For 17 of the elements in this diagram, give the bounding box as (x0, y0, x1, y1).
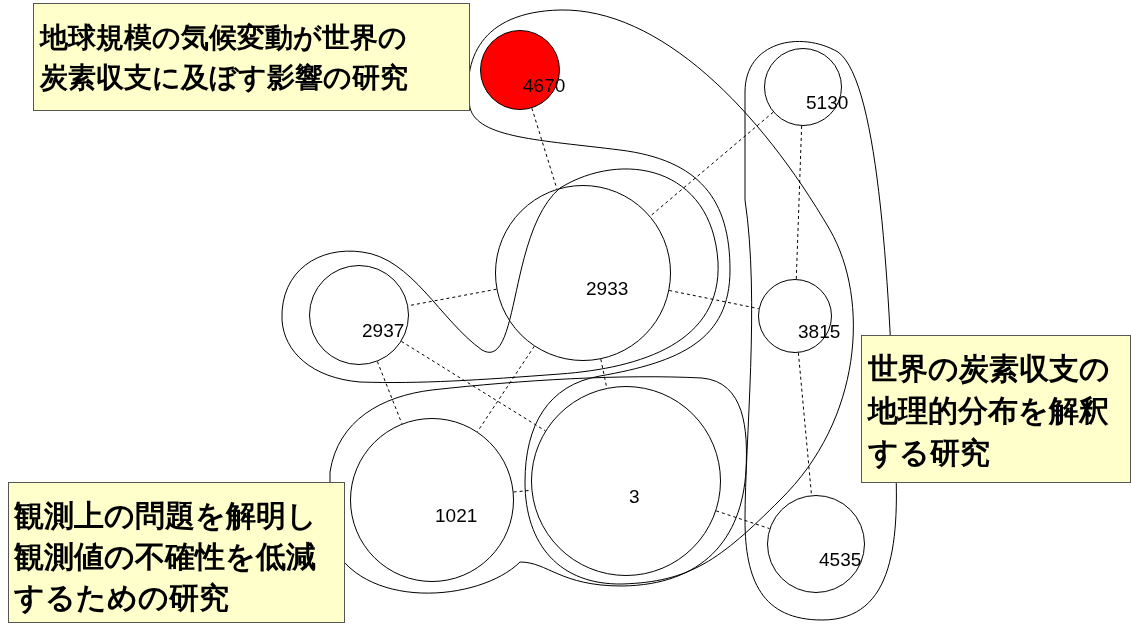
number-label: 2937 (362, 320, 405, 342)
connector-line (649, 111, 774, 217)
label-box: 観測上の問題を解明し観測値の不確性を低減するための研究 (8, 482, 345, 623)
connector-line (668, 290, 760, 310)
label-box: 地球規模の気候変動が世界の炭素収支に及ぼす影響の研究 (33, 3, 470, 111)
number-label: 4535 (819, 549, 862, 571)
label-box: 世界の炭素収支の地理的分布を解釈する研究 (861, 335, 1131, 483)
number-label: 3 (629, 486, 640, 508)
connector-line (797, 352, 812, 496)
number-label: 1021 (435, 505, 478, 527)
number-label: 2933 (586, 278, 629, 300)
connector-line (600, 358, 608, 389)
connector-line (513, 489, 532, 493)
connector-line (400, 340, 546, 432)
connector-line (715, 510, 770, 530)
connector-line (531, 107, 558, 190)
connector-line (795, 125, 803, 280)
